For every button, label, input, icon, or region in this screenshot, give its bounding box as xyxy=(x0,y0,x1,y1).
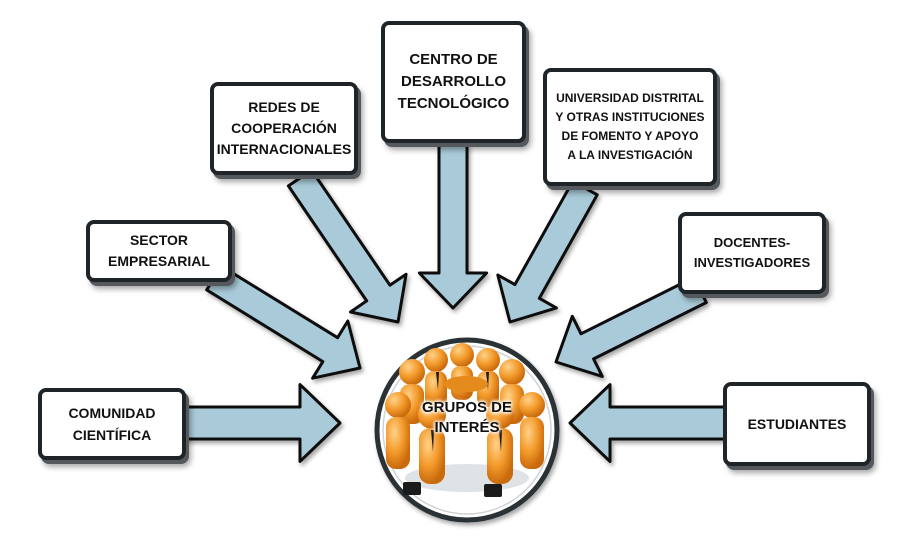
people-huddle-icon xyxy=(385,343,545,497)
node-redes-cooperacion: REDES DE COOPERACIÓN INTERNACIONALES xyxy=(210,82,358,175)
center-hub xyxy=(374,337,560,523)
node-label: SECTOR EMPRESARIAL xyxy=(108,232,210,269)
node-label: CENTRO DE DESARROLLO TECNOLÓGICO xyxy=(397,51,510,112)
arrow-estudiantes xyxy=(568,383,727,463)
arrows-layer xyxy=(182,143,727,463)
node-docentes-investigadores: DOCENTES- INVESTIGADORES xyxy=(678,212,826,294)
node-label: ESTUDIANTES xyxy=(747,416,847,432)
node-comunidad-cientifica: COMUNIDAD CIENTÍFICA xyxy=(38,388,186,460)
arrow-sector-empresarial xyxy=(205,264,362,380)
arrow-redes-cooperacion xyxy=(286,168,408,324)
node-label: DOCENTES- INVESTIGADORES xyxy=(693,235,811,270)
node-label: COMUNIDAD CIENTÍFICA xyxy=(68,405,156,443)
center-label: GRUPOS DE INTERÉS xyxy=(421,399,512,436)
node-label: REDES DE COOPERACIÓN INTERNACIONALES xyxy=(216,99,352,157)
node-label: UNIVERSIDAD DISTRITAL Y OTRAS INSTITUCIO… xyxy=(555,91,705,162)
node-universidad-distrital: UNIVERSIDAD DISTRITAL Y OTRAS INSTITUCIO… xyxy=(543,68,717,186)
arrow-universidad-distrital xyxy=(496,179,599,324)
node-sector-empresarial: SECTOR EMPRESARIAL xyxy=(86,220,232,282)
arrow-docentes-investigadores xyxy=(554,276,708,378)
node-estudiantes: ESTUDIANTES xyxy=(723,382,871,466)
node-centro-desarrollo: CENTRO DE DESARROLLO TECNOLÓGICO xyxy=(381,21,526,143)
arrow-centro-desarrollo xyxy=(417,143,489,310)
arrow-comunidad-cientifica xyxy=(182,383,342,463)
